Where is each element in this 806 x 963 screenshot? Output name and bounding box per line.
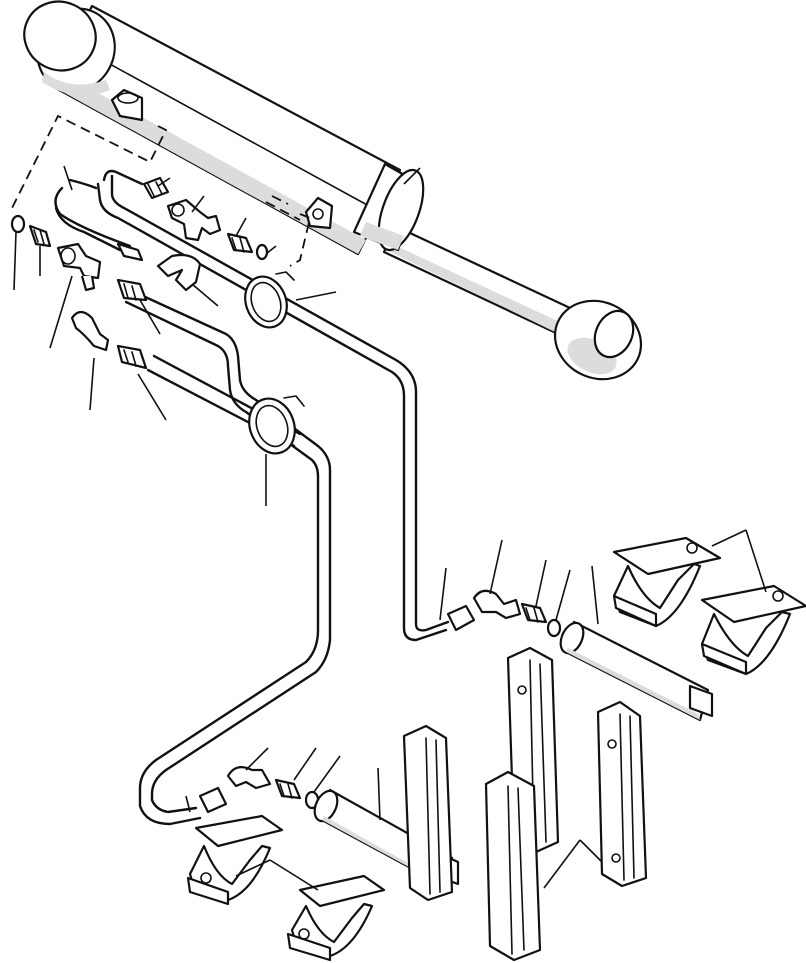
adapter-fitting-right: [520, 602, 548, 624]
elbow-fitting-left: [70, 310, 110, 352]
hydraulic-tube-lines: [54, 169, 450, 826]
cylinder-head-collar: [352, 162, 425, 252]
elbow-fitting-right: [472, 589, 522, 620]
channel-bracket-right: [596, 700, 648, 888]
mounting-clamp-upper-right-b: [700, 584, 806, 676]
tube-nut-fitting-a: [116, 242, 144, 262]
tube-nut-fitting-c: [116, 344, 148, 370]
hydraulic-cylinder: [11, 0, 643, 381]
elbow-fitting-lower: [226, 765, 272, 790]
mounting-clamp-upper-right-a: [612, 536, 722, 628]
channel-bracket-bottom: [484, 770, 542, 962]
tube-clamp-ring-lower: [248, 395, 305, 455]
cylinder-base-cap: [23, 0, 116, 96]
tube-nut-fitting-b: [116, 278, 148, 302]
tee-fitting-upper: [166, 198, 222, 242]
adapter-fitting-lower: [274, 778, 302, 800]
channel-bracket-lower-center: [402, 724, 454, 902]
mounting-clamp-lower-left-b: [286, 874, 386, 962]
tube-end-nut-right: [446, 604, 476, 632]
mounting-clamp-lower-left-a: [186, 814, 284, 906]
adapter-fitting-upper: [226, 232, 254, 254]
tube-clamp-ring-upper: [244, 271, 295, 329]
straight-adapter-fitting: [28, 224, 52, 248]
tee-fitting: [56, 242, 102, 292]
hydraulic-valve-body-right: [559, 620, 714, 722]
o-ring-seal: [10, 214, 26, 234]
elbow-fitting-mid: [156, 253, 202, 292]
port-boss-base: [110, 88, 144, 122]
reference-outline-head-port: [271, 195, 312, 267]
tube-line-base-to-valve: [128, 288, 332, 814]
leader-lines: [13, 165, 767, 891]
o-ring-seal-upper: [255, 243, 269, 261]
rod-eye-end: [553, 299, 643, 381]
reference-outline-base-port: [11, 114, 168, 209]
o-ring-seal-right: [546, 618, 562, 638]
tube-end-nut-lower: [198, 786, 228, 814]
tube-line-head-to-valve: [96, 169, 448, 642]
